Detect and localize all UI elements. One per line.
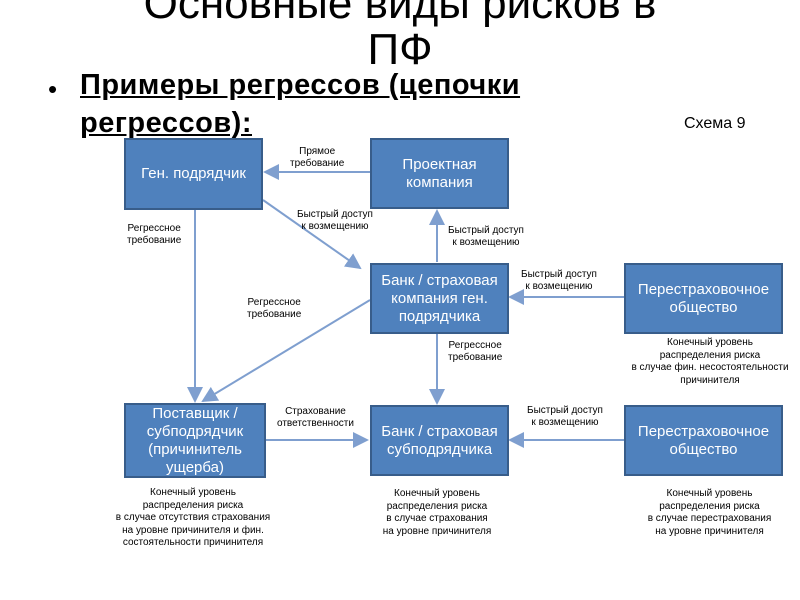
slide-title-line2: ПФ	[367, 25, 433, 74]
note-bank-sub: Конечный уровень распределения риска в с…	[382, 488, 492, 537]
note-reinsurer-2: Конечный уровень распределения риска в с…	[647, 488, 772, 537]
box-bank-gen: Банк / страховая компания ген. подрядчик…	[370, 263, 509, 334]
arrow-gen-to-bank	[262, 199, 362, 270]
subtitle: Примеры регрессов (цепочки регрессов):	[80, 66, 680, 142]
scheme-label: Схема 9	[684, 115, 746, 132]
box-reinsurer-2: Перестраховочное общество	[624, 405, 783, 476]
slide-title: Основные виды рисков в	[143, 0, 657, 28]
subtitle-line2: регрессов):	[80, 107, 252, 139]
box-reinsurer-1: Перестраховочное общество	[624, 263, 783, 334]
box-bank-sub: Банк / страховая субподрядчика	[370, 405, 509, 476]
box-gen-contractor: Ген. подрядчик	[124, 138, 263, 210]
arrow-bank-to-supplier	[201, 299, 371, 403]
subtitle-line1: Примеры регрессов (цепочки	[80, 69, 521, 101]
box-project-company: Проектная компания	[370, 138, 509, 209]
note-supplier: Конечный уровень распределения риска в с…	[115, 487, 271, 548]
bullet-icon: •	[48, 74, 58, 104]
note-reinsurer-1: Конечный уровень распределения риска в с…	[631, 337, 789, 386]
box-supplier: Поставщик / субподрядчик (причинитель ущ…	[124, 403, 266, 478]
